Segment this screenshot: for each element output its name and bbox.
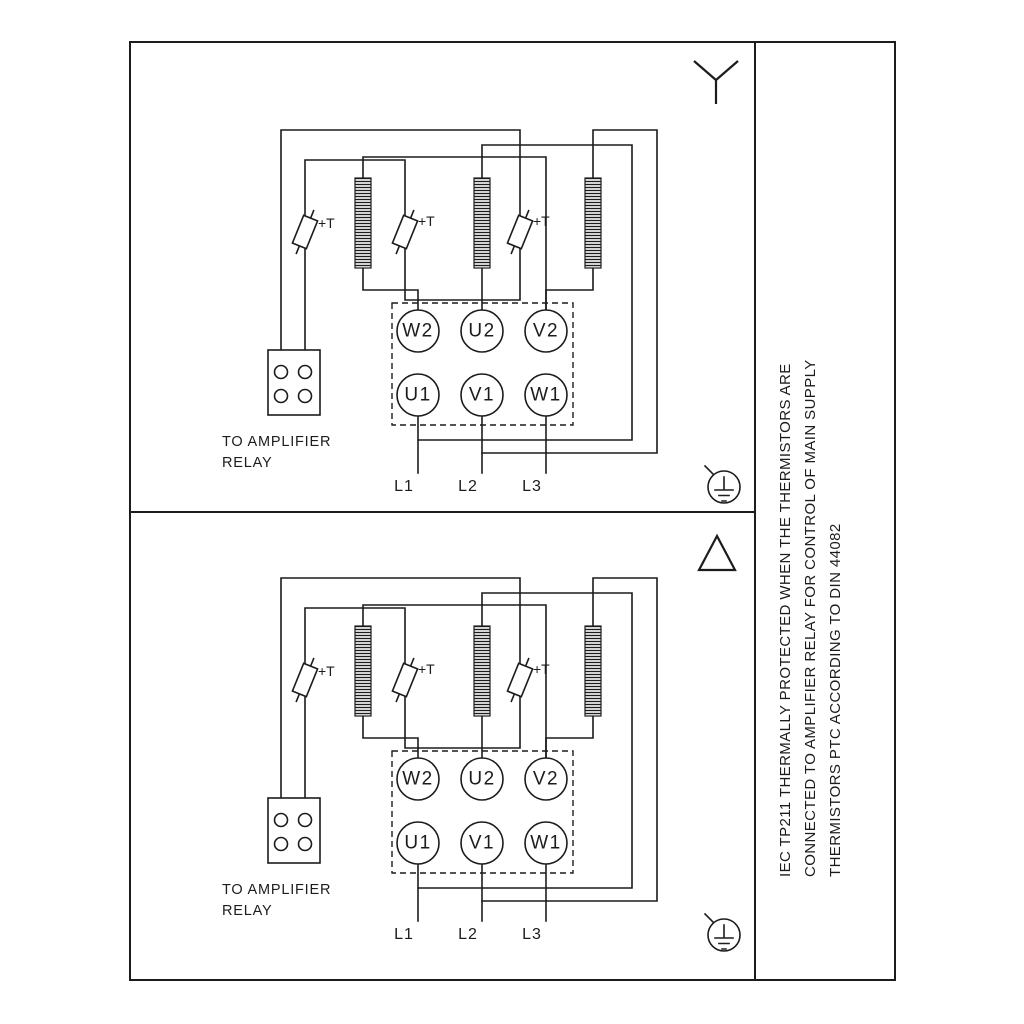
- relay-terminal-pin: [297, 388, 313, 404]
- relay-terminal-block: [267, 349, 321, 416]
- relay-terminal-pin: [273, 812, 289, 828]
- relay-terminal-pin: [297, 364, 313, 380]
- delta-symbol-icon: [697, 533, 737, 572]
- terminal-w1-label: W1: [530, 385, 562, 406]
- terminal-w1-label: W1: [530, 833, 562, 854]
- winding3-top-wire: [481, 577, 658, 902]
- terminal-w2: [396, 757, 440, 801]
- wye-symbol-icon: [693, 60, 739, 104]
- terminal-v1: [460, 821, 504, 865]
- terminal-v1-label: V1: [469, 385, 495, 406]
- winding2-top-wire: [417, 144, 633, 441]
- terminal-v1: [460, 373, 504, 417]
- winding3-coil-icon: [584, 625, 602, 717]
- terminal-w2: [396, 309, 440, 353]
- star-connection-panel: +T +T +T W2 U2 V2 U1 V1 W1 TO AMPLIFIER …: [222, 129, 741, 504]
- relay-terminal-pin: [273, 388, 289, 404]
- terminal-board-outline: [391, 750, 574, 874]
- supply-label-l3: L3: [522, 926, 542, 943]
- terminal-v1-label: V1: [469, 833, 495, 854]
- side-note-line2: CONNECTED TO AMPLIFIER RELAY FOR CONTROL…: [802, 359, 819, 877]
- terminal-u2: [460, 309, 504, 353]
- supply-label-l2: L2: [458, 926, 478, 943]
- side-note-line1: IEC TP211 THERMALLY PROTECTED WHEN THE T…: [777, 363, 794, 877]
- relay-terminal-pin: [273, 836, 289, 852]
- supply-label-l2: L2: [458, 478, 478, 495]
- terminal-u1: [396, 821, 440, 865]
- terminal-v2-label: V2: [533, 769, 559, 790]
- thermistor-3-icon: [506, 657, 534, 703]
- relay-terminal-pin: [273, 364, 289, 380]
- terminal-v2: [524, 757, 568, 801]
- relay-terminal-pin: [297, 812, 313, 828]
- supply-label-l1: L1: [394, 926, 414, 943]
- thermistor-circuit-wire: [280, 129, 521, 351]
- thermistor-3-icon: [506, 209, 534, 255]
- terminal-u2: [460, 757, 504, 801]
- relay-note-line2: RELAY: [222, 455, 272, 471]
- earth-ground-icon: [703, 912, 741, 952]
- winding3-top-wire: [481, 129, 658, 454]
- terminal-w1: [524, 821, 568, 865]
- thermistor-2-icon: [391, 209, 419, 255]
- relay-note-line2: RELAY: [222, 903, 272, 919]
- terminal-u2-label: U2: [468, 769, 495, 790]
- relay-terminal-block: [267, 797, 321, 864]
- earth-ground-icon: [703, 464, 741, 504]
- thermistor-3-label: +T: [533, 213, 550, 229]
- relay-note-line1: TO AMPLIFIER: [222, 882, 331, 898]
- winding1-coil-icon: [354, 177, 372, 269]
- winding2-coil-icon: [473, 625, 491, 717]
- supply-label-l1: L1: [394, 478, 414, 495]
- terminal-w2-label: W2: [402, 321, 434, 342]
- thermistor-2-icon: [391, 657, 419, 703]
- side-note-line3: THERMISTORS PTC ACCORDING TO DIN 44082: [827, 523, 844, 877]
- thermistor-2-label: +T: [418, 213, 435, 229]
- thermistor-2-label: +T: [418, 661, 435, 677]
- terminal-u2-label: U2: [468, 321, 495, 342]
- thermistor-1-icon: [291, 209, 319, 255]
- terminal-u1-label: U1: [404, 833, 431, 854]
- winding1-bottom-wire: [362, 267, 419, 311]
- relay-note-line1: TO AMPLIFIER: [222, 434, 331, 450]
- winding1-top-wire: [362, 156, 547, 311]
- terminal-v2-label: V2: [533, 321, 559, 342]
- thermistor-3-label: +T: [533, 661, 550, 677]
- supply-label-l3: L3: [522, 478, 542, 495]
- winding3-coil-icon: [584, 177, 602, 269]
- winding2-coil-icon: [473, 177, 491, 269]
- terminal-board-outline: [391, 302, 574, 426]
- thermistor-1-icon: [291, 657, 319, 703]
- terminal-u1: [396, 373, 440, 417]
- thermistor-1-label: +T: [318, 215, 335, 231]
- winding1-top-wire: [362, 604, 547, 759]
- terminal-w1: [524, 373, 568, 417]
- terminal-w2-label: W2: [402, 769, 434, 790]
- winding1-bottom-wire: [362, 715, 419, 759]
- thermistor-1-label: +T: [318, 663, 335, 679]
- relay-terminal-pin: [297, 836, 313, 852]
- winding1-coil-icon: [354, 625, 372, 717]
- thermistor-circuit-wire: [280, 577, 521, 799]
- winding2-top-wire: [417, 592, 633, 889]
- terminal-v2: [524, 309, 568, 353]
- terminal-u1-label: U1: [404, 385, 431, 406]
